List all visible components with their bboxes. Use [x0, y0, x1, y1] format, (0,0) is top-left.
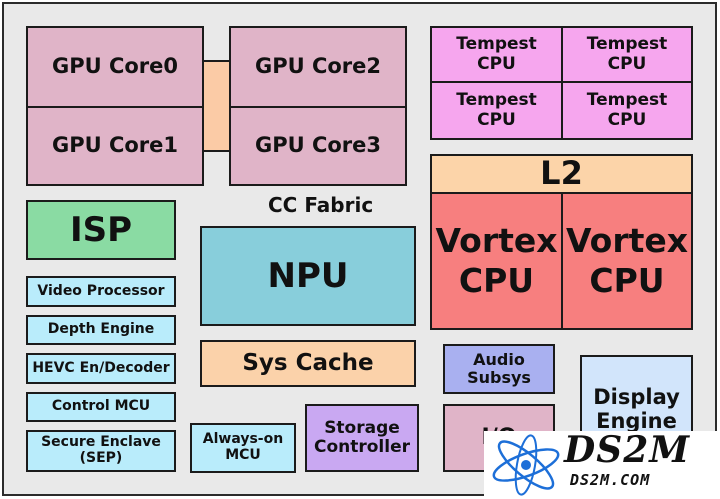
- depth-engine-block: Depth Engine: [26, 315, 176, 345]
- tempest-cpu-4: Tempest CPU: [561, 81, 693, 140]
- tempest-cpu-2: Tempest CPU: [561, 26, 693, 83]
- sys-cache-block: Sys Cache: [200, 340, 416, 387]
- watermark-url: DS2M.COM: [570, 471, 651, 489]
- npu-block: NPU: [200, 226, 416, 326]
- storage-controller-block: Storage Controller: [305, 404, 419, 472]
- gpu-core2: GPU Core2: [229, 26, 407, 108]
- vortex-cpu-2: Vortex CPU: [561, 192, 693, 330]
- isp-block: ISP: [26, 200, 176, 260]
- always-on-mcu-block: Always-on MCU: [190, 423, 296, 473]
- l2-cache: L2: [430, 154, 693, 194]
- tempest-cpu-1: Tempest CPU: [430, 26, 563, 83]
- gpu-fabric-link: [202, 60, 232, 152]
- ds2m-watermark: DS2M DS2M.COM: [484, 429, 718, 497]
- hevc-codec-block: HEVC En/Decoder: [26, 353, 176, 384]
- control-mcu-block: Control MCU: [26, 392, 176, 422]
- cc-fabric-label: CC Fabric: [268, 193, 374, 217]
- video-processor-block: Video Processor: [26, 276, 176, 307]
- gpu-core1: GPU Core1: [26, 106, 204, 186]
- vortex-cpu-1: Vortex CPU: [430, 192, 563, 330]
- secure-enclave-block: Secure Enclave (SEP): [26, 430, 176, 472]
- tempest-cpu-3: Tempest CPU: [430, 81, 563, 140]
- gpu-core0: GPU Core0: [26, 26, 204, 108]
- orbit-logo-icon: [492, 434, 560, 496]
- watermark-name: DS2M: [564, 429, 691, 471]
- audio-subsys-block: Audio Subsys: [443, 344, 555, 394]
- gpu-core3: GPU Core3: [229, 106, 407, 186]
